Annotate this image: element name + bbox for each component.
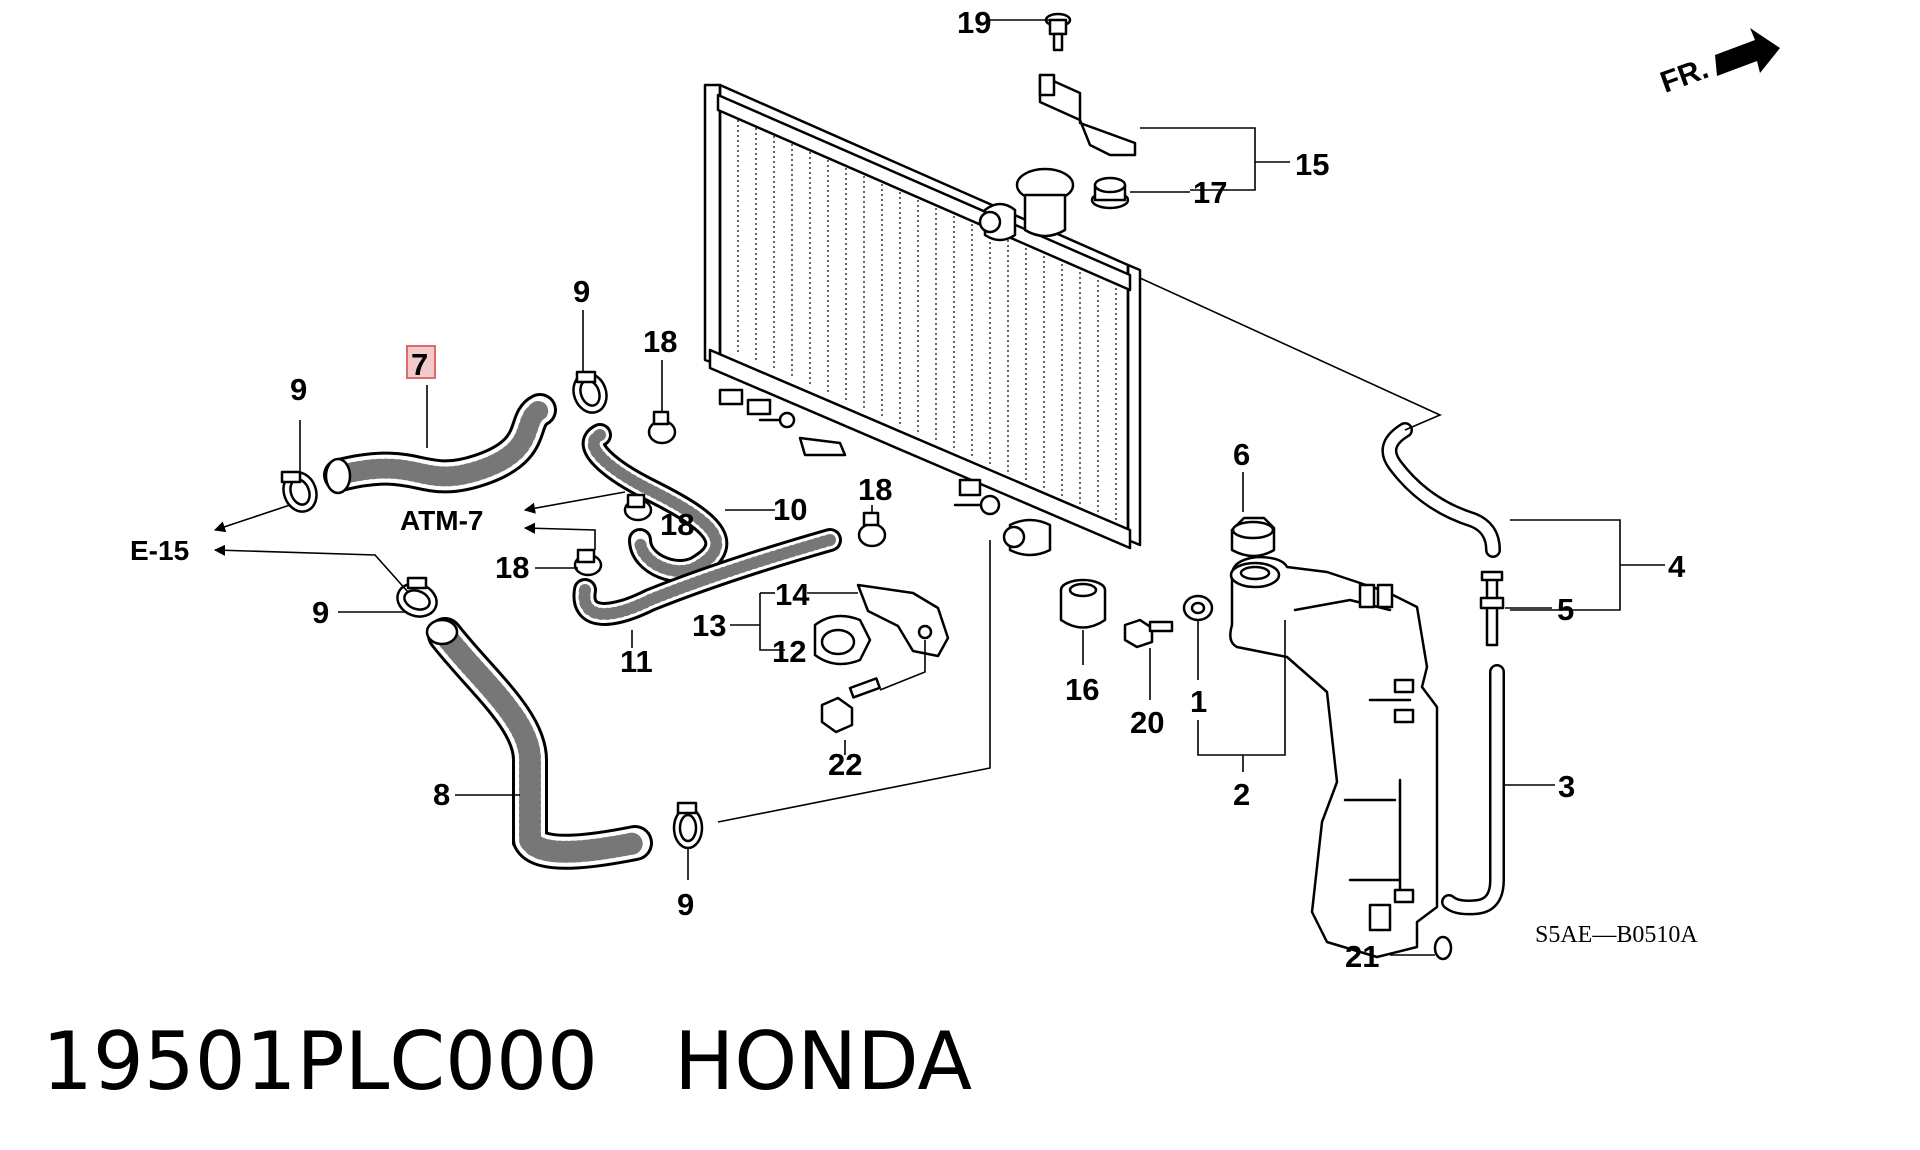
hose-11 xyxy=(572,528,842,626)
callout-18-d: 18 xyxy=(495,550,529,585)
callout-9-d: 9 xyxy=(677,887,694,922)
part-number-title: 19501PLC000 HONDA xyxy=(42,1015,973,1108)
callout-11: 11 xyxy=(620,644,653,679)
grommet-17 xyxy=(1090,176,1130,210)
callout-3: 3 xyxy=(1558,769,1575,804)
reserve-tank-2 xyxy=(1229,555,1439,959)
clip-18-b xyxy=(623,493,653,522)
clip-18-c xyxy=(857,511,887,548)
callout-8: 8 xyxy=(433,777,450,812)
bolt-22 xyxy=(820,677,881,734)
leader-lines xyxy=(213,19,1665,956)
callout-2: 2 xyxy=(1233,777,1250,812)
clip-18-d xyxy=(573,548,603,577)
callout-18-c: 18 xyxy=(660,507,694,542)
callout-15: 15 xyxy=(1295,147,1329,182)
callouts: 19 15 17 9 7 9 18 10 18 18 18 9 14 13 12… xyxy=(290,5,1686,974)
hose-clamp-9-c xyxy=(396,576,438,618)
front-direction-marker: FR. xyxy=(1656,28,1780,100)
hose-clamp-9-b xyxy=(572,370,608,414)
joint-5 xyxy=(1479,570,1505,647)
callout-18-a: 18 xyxy=(643,324,677,359)
washer-1 xyxy=(1182,594,1214,622)
hose-clamp-9-d xyxy=(672,801,704,850)
hose-10 xyxy=(581,423,729,583)
callout-19: 19 xyxy=(957,5,991,40)
mount-16 xyxy=(1059,578,1107,629)
clip-12 xyxy=(813,614,872,666)
bolt-20 xyxy=(1123,618,1174,649)
front-label: FR. xyxy=(1656,52,1713,100)
bracket-14 xyxy=(856,583,950,658)
highlight-box xyxy=(406,345,436,379)
callout-12: 12 xyxy=(772,634,806,669)
reference-e15: E-15 xyxy=(130,535,189,566)
lower-radiator-hose-8 xyxy=(425,617,653,870)
reference-atm7: ATM-7 xyxy=(400,505,483,536)
callout-5: 5 xyxy=(1557,592,1574,627)
callout-9-b: 9 xyxy=(573,274,590,309)
clip-18-a xyxy=(647,410,677,445)
hose-clamp-9-a xyxy=(280,470,318,513)
callout-14: 14 xyxy=(775,577,810,612)
callout-13: 13 xyxy=(692,608,726,643)
callout-9-c: 9 xyxy=(312,595,329,630)
callout-10: 10 xyxy=(773,492,807,527)
diagram-code: S5AE—B0510A xyxy=(1535,922,1698,948)
callout-22: 22 xyxy=(828,747,862,782)
callout-21: 21 xyxy=(1345,939,1379,974)
callout-17: 17 xyxy=(1193,175,1227,210)
callout-7: 7 xyxy=(411,347,428,382)
callout-4: 4 xyxy=(1668,549,1686,584)
callout-6: 6 xyxy=(1233,437,1250,472)
callout-1: 1 xyxy=(1190,684,1207,719)
radiator xyxy=(703,83,1142,557)
callout-9-a: 9 xyxy=(290,372,307,407)
reserve-cap-6 xyxy=(1230,516,1276,558)
callout-18-b: 18 xyxy=(858,472,892,507)
overflow-hose-4 xyxy=(1381,422,1501,558)
callout-16: 16 xyxy=(1065,672,1099,707)
upper-radiator-hose-7 xyxy=(323,393,557,495)
callout-20: 20 xyxy=(1130,705,1164,740)
upper-bracket xyxy=(1038,73,1137,157)
overflow-hose-3 xyxy=(1441,664,1505,916)
clip-21 xyxy=(1433,935,1453,961)
radiator-core xyxy=(737,120,1117,523)
